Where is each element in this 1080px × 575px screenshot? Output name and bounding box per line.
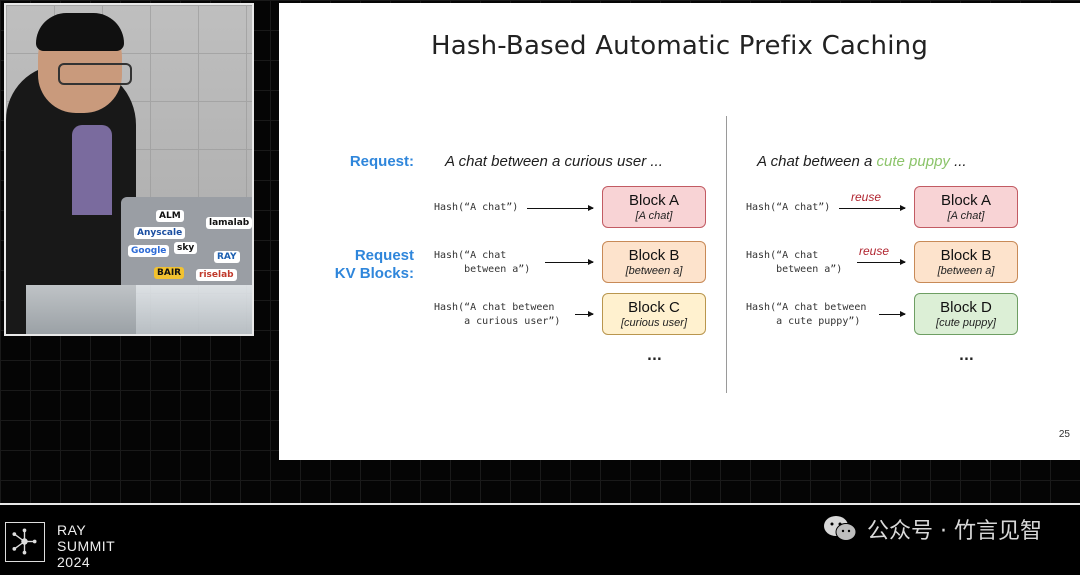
right-request-suffix: ... xyxy=(949,153,967,170)
laptop-sticker: sky xyxy=(174,242,198,254)
request-label: Request: xyxy=(349,153,414,170)
laptop-sticker: Anyscale xyxy=(134,227,186,239)
arrow xyxy=(857,259,906,265)
kv-block: Block A [A chat] xyxy=(602,186,706,228)
podium xyxy=(26,285,252,334)
more-blocks-ellipsis: ... xyxy=(647,349,662,364)
hash-expression: Hash(“A chat”) xyxy=(746,202,831,213)
kv-block: Block D [cute puppy] xyxy=(914,293,1018,335)
slide-title: Hash-Based Automatic Prefix Caching xyxy=(430,31,929,61)
arrow xyxy=(527,205,594,211)
laptop-sticker: riselab xyxy=(196,269,237,281)
block-title: Block A xyxy=(940,192,992,209)
laptop-sticker: BAIR xyxy=(154,267,185,279)
arrow xyxy=(575,311,594,317)
speaker-hair xyxy=(36,13,124,51)
laptop-sticker: lamalab xyxy=(206,217,252,229)
hash-expression: Hash(“A chat”) xyxy=(434,202,519,213)
block-title: Block A xyxy=(628,192,680,209)
column-divider xyxy=(726,116,727,393)
network-graph-icon xyxy=(5,522,45,562)
block-subtitle: [between a] xyxy=(625,265,683,277)
wechat-icon xyxy=(823,515,857,543)
block-title: Block C xyxy=(628,299,680,316)
left-request-text: A chat between a curious user ... xyxy=(445,153,663,170)
block-subtitle: [between a] xyxy=(937,265,995,277)
footer-divider xyxy=(0,503,1080,505)
laptop-sticker: RAY xyxy=(214,251,240,263)
block-title: Block D xyxy=(940,299,992,316)
right-request-prefix: A chat between a xyxy=(757,153,877,170)
kv-blocks-label-line2: KV Blocks: xyxy=(334,265,414,282)
kv-block: Block A [A chat] xyxy=(914,186,1018,228)
block-subtitle: [A chat] xyxy=(635,210,673,222)
slide-page-number: 25 xyxy=(1058,429,1070,440)
event-line: SUMMIT xyxy=(57,538,116,554)
laptop-sticker: Google xyxy=(128,245,170,257)
speaker-video: ALM Anyscale lamalab sky Google RAY BAIR… xyxy=(4,3,254,336)
block-subtitle: [curious user] xyxy=(620,317,688,329)
block-subtitle: [A chat] xyxy=(947,210,985,222)
hash-expression: Hash(“A chat between a”) xyxy=(434,250,531,275)
reuse-label: reuse xyxy=(851,190,882,204)
kv-block: Block B [between a] xyxy=(602,241,706,283)
kv-block: Block C [curious user] xyxy=(602,293,706,335)
speaker-glasses xyxy=(58,63,132,85)
more-blocks-ellipsis: ... xyxy=(959,349,974,364)
arrow xyxy=(839,205,906,211)
event-line: RAY xyxy=(57,522,87,538)
reuse-label: reuse xyxy=(859,244,890,258)
presentation-slide: Hash-Based Automatic Prefix Caching Requ… xyxy=(279,3,1080,460)
arrow xyxy=(879,311,906,317)
hash-expression: Hash(“A chat between a cute puppy”) xyxy=(746,302,867,327)
wechat-watermark: 公众号 · 竹言见智 xyxy=(823,513,1042,545)
kv-block: Block B [between a] xyxy=(914,241,1018,283)
block-subtitle: [cute puppy] xyxy=(936,317,996,329)
hash-expression: Hash(“A chat between a curious user”) xyxy=(434,302,561,327)
arrow xyxy=(545,259,594,265)
laptop-sticker: ALM xyxy=(156,210,184,222)
kv-blocks-label-line1: Request xyxy=(354,247,414,264)
speaker-shirt xyxy=(72,125,112,215)
hash-expression: Hash(“A chat between a”) xyxy=(746,250,843,275)
block-title: Block B xyxy=(628,247,680,264)
right-request-highlight: cute puppy xyxy=(876,153,950,170)
event-line: 2024 xyxy=(57,554,91,570)
wechat-account-name: 公众号 · 竹言见智 xyxy=(867,519,1042,544)
block-title: Block B xyxy=(940,247,992,264)
event-name: RAY SUMMIT 2024 xyxy=(57,522,115,570)
right-request-text: A chat between a cute puppy ... xyxy=(757,153,967,170)
